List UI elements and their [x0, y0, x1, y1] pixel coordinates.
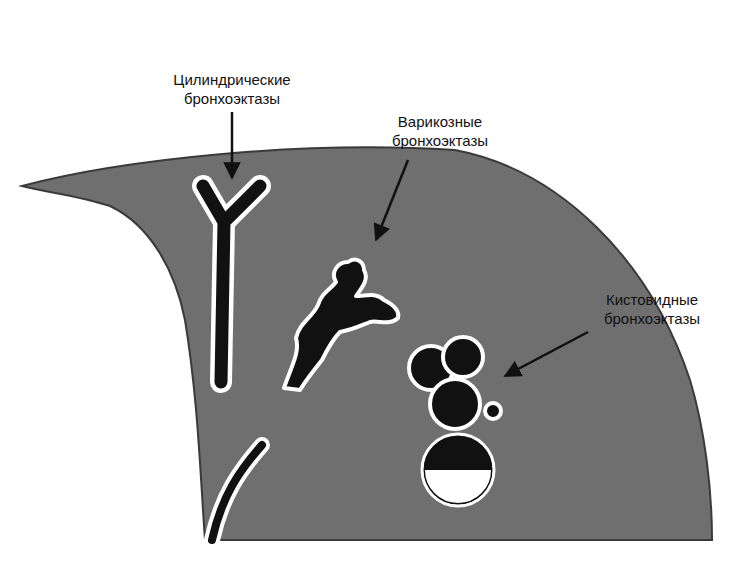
- cylindrical-bronchiectasis: [203, 186, 260, 382]
- callout-label: Варикозные бронхоэктазы: [365, 112, 515, 150]
- varicose-bronchiectasis: [284, 260, 398, 390]
- bronchus-tube: [212, 445, 262, 540]
- lung-outline: [22, 147, 712, 540]
- cystic-bronchiectasis: [409, 337, 501, 506]
- leader-arrow: [376, 160, 408, 240]
- leader-arrow: [505, 332, 588, 376]
- callout-label: Цилиндрические бронхоэктазы: [147, 70, 317, 108]
- callout-label: Кистовидные бронхоэктазы: [577, 290, 727, 328]
- bronchus-tube: [212, 445, 262, 540]
- leader-arrow: [231, 112, 234, 178]
